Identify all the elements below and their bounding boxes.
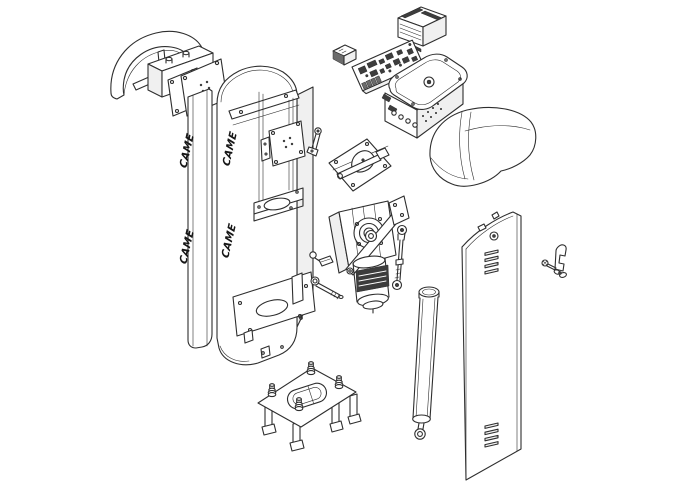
fastener-bolt [310,276,344,300]
control-box [381,53,468,139]
front-cover-profile [187,88,213,349]
door-lock-latch [541,244,567,278]
fastener-clip [309,251,334,267]
cabinet-body [216,65,316,366]
cabinet-top-bracket [228,89,300,126]
flange-bolts [165,50,190,64]
terminal-blocks [361,75,382,90]
cabinet-mid-shelf [253,187,304,222]
hinge-knob [381,93,392,103]
head-cover-dome [429,107,537,187]
board-components [357,43,418,78]
gearmotor [328,195,410,314]
tie-rod [391,224,408,291]
cabinet-door-panel [461,211,522,481]
door-keyhole [489,231,499,241]
anchor-base-plate [257,361,362,452]
motor-cylinder [352,255,390,314]
release-mechanism-plate [328,138,392,192]
cabinet-base-interior [219,271,316,362]
balancing-spring [412,286,440,440]
release-key [306,127,322,157]
cabinet-mount-plate [260,120,306,167]
spring-eyelet [414,428,426,440]
release-lever [336,154,382,180]
radio-module [332,44,357,66]
